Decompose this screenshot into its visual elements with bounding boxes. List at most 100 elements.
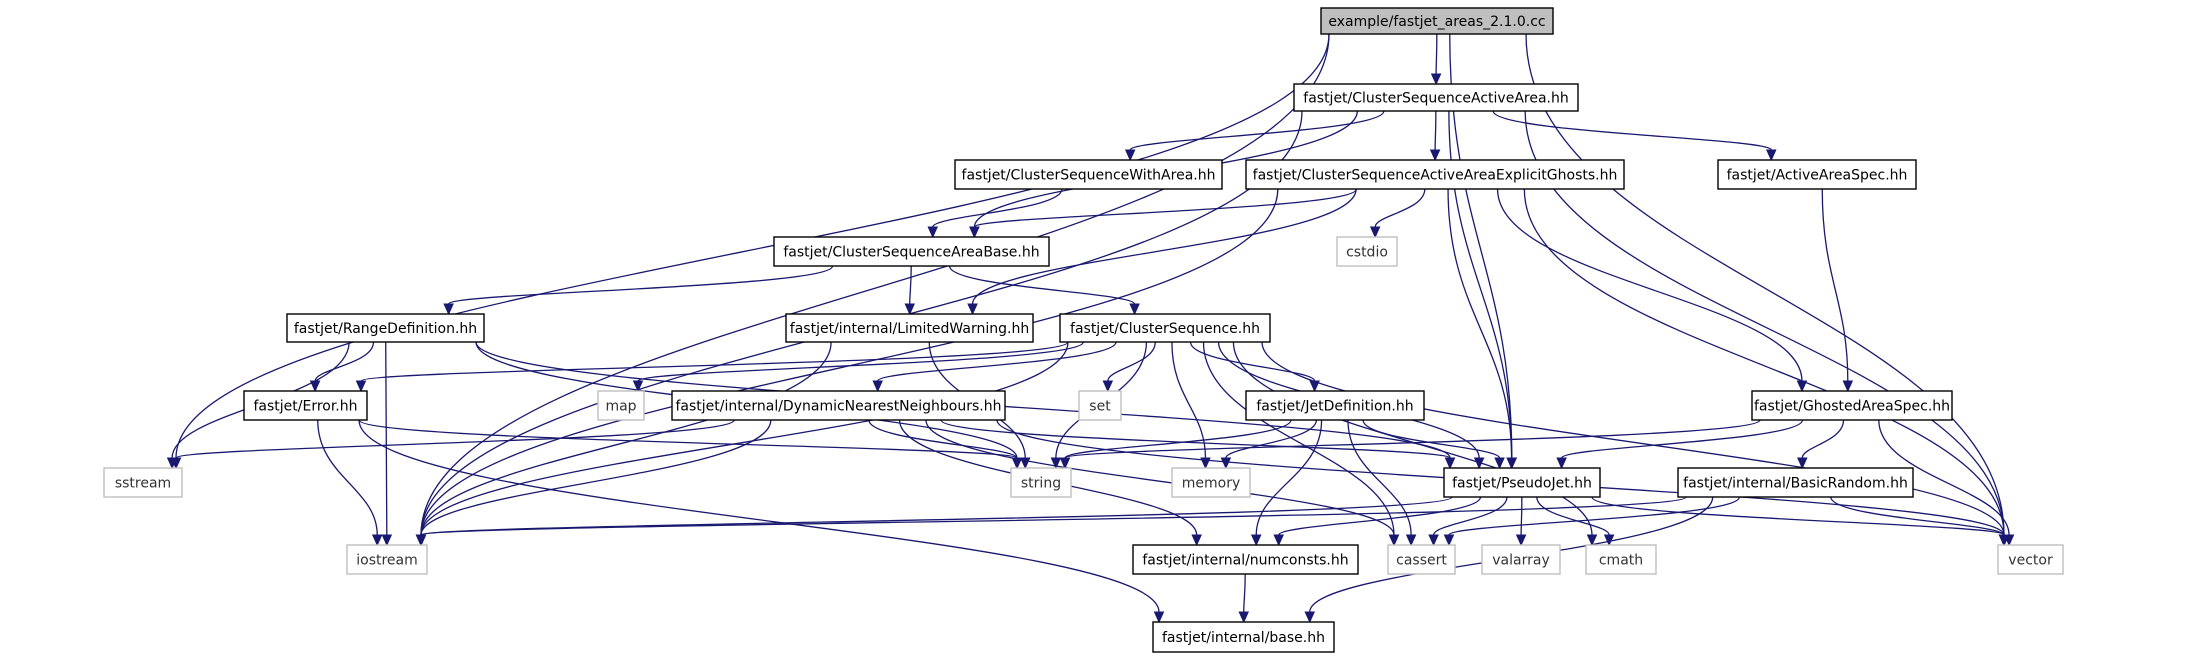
edge-line bbox=[447, 265, 834, 305]
node-box bbox=[1751, 390, 1953, 421]
edge-csab-to-cs bbox=[948, 265, 1140, 316]
edge-line bbox=[1830, 496, 2005, 536]
edge-line bbox=[1432, 496, 1508, 536]
node-label: fastjet/internal/base.hh bbox=[1162, 630, 1325, 646]
node-label: fastjet/RangeDefinition.hh bbox=[294, 321, 477, 337]
edge-gas-to-br bbox=[1797, 419, 1845, 470]
edge-br-to-vector bbox=[1830, 496, 2010, 547]
node-box bbox=[1132, 544, 1359, 575]
arrowhead bbox=[1766, 149, 1777, 162]
node-csab[interactable]: fastjet/ClusterSequenceAreaBase.hh bbox=[773, 236, 1050, 267]
edge-line bbox=[1225, 419, 1318, 459]
edge-line bbox=[1801, 419, 1845, 459]
edge-line bbox=[1496, 188, 1803, 382]
arrowhead bbox=[1429, 149, 1441, 162]
edge-cs-to-jd bbox=[1189, 341, 1320, 393]
node-cswa[interactable]: fastjet/ClusterSequenceWithArea.hh bbox=[954, 159, 1223, 190]
edge-cs-to-map bbox=[632, 341, 1085, 393]
edge-jd-to-cassert bbox=[1347, 419, 1417, 547]
arrowhead bbox=[1797, 457, 1808, 470]
edge-gas-to-pj bbox=[1556, 419, 1804, 470]
edge-rd-to-iostream bbox=[381, 341, 393, 547]
node-box bbox=[1336, 236, 1398, 267]
arrowhead bbox=[1153, 611, 1165, 624]
arrowhead bbox=[1473, 457, 1485, 470]
arrowhead bbox=[1428, 534, 1439, 547]
arrowhead bbox=[371, 534, 383, 547]
edge-jd-to-nc bbox=[1250, 419, 1323, 547]
arrowhead bbox=[969, 226, 980, 239]
node-nc[interactable]: fastjet/internal/numconsts.hh bbox=[1132, 544, 1359, 575]
node-box bbox=[1677, 467, 1914, 498]
edge-line bbox=[1447, 188, 1513, 459]
node-label: fastjet/internal/LimitedWarning.hh bbox=[790, 321, 1029, 337]
edge-line bbox=[420, 33, 1330, 536]
node-br[interactable]: fastjet/internal/BasicRandom.hh bbox=[1677, 467, 1914, 498]
edge-line bbox=[948, 265, 1136, 305]
edge-cs-to-cmath bbox=[1232, 341, 1598, 547]
node-label: fastjet/GhostedAreaSpec.hh bbox=[1754, 399, 1950, 415]
node-dnn[interactable]: fastjet/internal/DynamicNearestNeighbour… bbox=[671, 390, 1006, 421]
node-box bbox=[773, 236, 1050, 267]
node-box bbox=[1481, 544, 1561, 575]
edge-line bbox=[1492, 110, 1772, 151]
arrowhead bbox=[1011, 457, 1023, 470]
node-rd[interactable]: fastjet/RangeDefinition.hh bbox=[286, 313, 485, 343]
node-box bbox=[785, 313, 1034, 343]
arrowhead bbox=[1998, 534, 2010, 547]
node-label: example/fastjet_areas_2.1.0.cc bbox=[1328, 14, 1545, 30]
edge-cs-to-err bbox=[355, 341, 1069, 393]
arrowhead bbox=[1388, 534, 1400, 547]
arrowhead bbox=[904, 303, 916, 316]
edge-line bbox=[909, 265, 912, 305]
arrowhead bbox=[1304, 611, 1316, 624]
node-box bbox=[597, 390, 645, 421]
node-base[interactable]: fastjet/internal/base.hh bbox=[1152, 621, 1335, 653]
edge-line bbox=[637, 341, 1085, 382]
arrowhead bbox=[1059, 457, 1071, 470]
node-csaa[interactable]: fastjet/ClusterSequenceActiveArea.hh bbox=[1293, 83, 1579, 112]
edge-line bbox=[1525, 33, 2005, 536]
arrowhead bbox=[381, 534, 393, 547]
node-label: fastjet/ClusterSequence.hh bbox=[1070, 321, 1260, 337]
node-label: fastjet/internal/numconsts.hh bbox=[1142, 553, 1348, 569]
node-box bbox=[1245, 159, 1625, 190]
arrowhead bbox=[1443, 534, 1455, 547]
node-lw[interactable]: fastjet/internal/LimitedWarning.hh bbox=[785, 313, 1034, 343]
edge-line bbox=[973, 188, 1358, 228]
arrowhead bbox=[1191, 534, 1202, 547]
node-csaaeg[interactable]: fastjet/ClusterSequenceActiveAreaExplici… bbox=[1245, 159, 1625, 190]
edge-pj-to-valarray bbox=[1515, 496, 1527, 547]
edge-line bbox=[1560, 419, 1804, 459]
node-box bbox=[1443, 467, 1601, 498]
node-aas[interactable]: fastjet/ActiveAreaSpec.hh bbox=[1717, 159, 1917, 190]
node-pj[interactable]: fastjet/PseudoJet.hh bbox=[1443, 467, 1601, 498]
node-label: valarray bbox=[1492, 553, 1549, 569]
edge-line bbox=[1434, 110, 1437, 151]
arrowhead bbox=[967, 303, 978, 316]
arrowhead bbox=[1515, 534, 1527, 547]
edge-pj-to-vector bbox=[1591, 496, 2010, 547]
edge-line bbox=[385, 341, 388, 536]
node-box bbox=[1293, 83, 1579, 112]
node-jd[interactable]: fastjet/JetDefinition.hh bbox=[1245, 390, 1425, 421]
arrowhead bbox=[1129, 303, 1140, 316]
edge-line bbox=[925, 419, 1395, 536]
arrowhead bbox=[1430, 73, 1442, 86]
arrowhead bbox=[1238, 611, 1250, 624]
arrowhead bbox=[1124, 149, 1136, 162]
node-cs[interactable]: fastjet/ClusterSequence.hh bbox=[1059, 313, 1271, 343]
node-gas[interactable]: fastjet/GhostedAreaSpec.hh bbox=[1751, 390, 1953, 421]
edge-pj-to-cassert bbox=[1428, 496, 1508, 547]
edge-line bbox=[358, 419, 1018, 459]
node-sstream: sstream bbox=[103, 467, 183, 498]
arrowhead bbox=[872, 380, 883, 393]
edge-csaaeg-to-cstdio bbox=[1369, 188, 1426, 239]
node-cassert: cassert bbox=[1387, 544, 1456, 575]
node-err[interactable]: fastjet/Error.hh bbox=[243, 390, 368, 421]
node-valarray: valarray bbox=[1481, 544, 1561, 575]
node-label: fastjet/ClusterSequenceWithArea.hh bbox=[962, 168, 1216, 184]
node-memory: memory bbox=[1171, 467, 1251, 498]
arrowhead bbox=[1250, 534, 1262, 547]
edge-csaaeg-to-lw bbox=[967, 188, 1357, 316]
